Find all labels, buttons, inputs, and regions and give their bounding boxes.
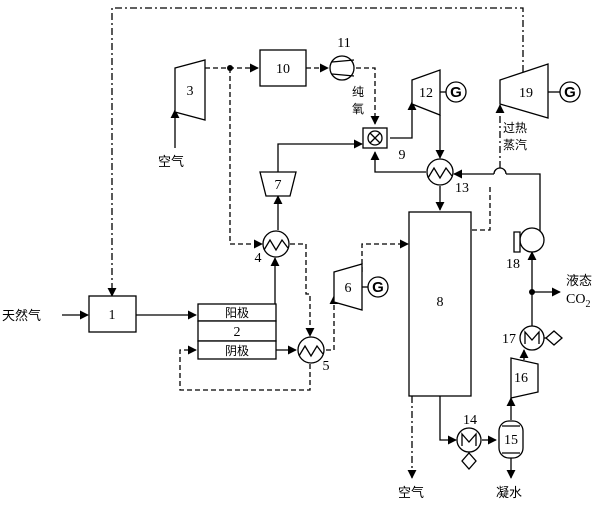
component-15-label: 15 bbox=[504, 433, 518, 448]
cooler-14-mark bbox=[461, 432, 477, 446]
line-6-to-8 bbox=[361, 239, 409, 272]
line-7-to-9 bbox=[277, 139, 363, 172]
pump-18-base bbox=[513, 231, 521, 253]
component-1-label: 1 bbox=[109, 308, 116, 323]
generator-19 bbox=[559, 81, 581, 103]
component-8-column bbox=[408, 211, 472, 397]
component-10-box bbox=[259, 49, 307, 87]
component-9-label: 9 bbox=[399, 148, 406, 163]
pure-oxygen-label-2: 氧 bbox=[352, 102, 364, 116]
condensate-label: 凝水 bbox=[496, 485, 522, 501]
mixer-circle bbox=[367, 130, 383, 146]
component-3-compressor bbox=[174, 59, 206, 121]
cathode-box bbox=[197, 340, 277, 360]
superheated-steam-label-2: 蒸汽 bbox=[503, 137, 527, 152]
component-2-label: 2 bbox=[234, 325, 241, 340]
component-17-label: 17 bbox=[502, 332, 516, 347]
pure-oxygen-label-1: 纯 bbox=[352, 85, 364, 99]
anode-label: 阳极 bbox=[225, 306, 249, 320]
component-12-label: 12 bbox=[419, 86, 433, 101]
component-5-heat-exchanger bbox=[297, 336, 325, 364]
cooler-17-diamond bbox=[545, 330, 563, 346]
generator-12-label: G bbox=[450, 84, 462, 101]
mixer-cross bbox=[369, 132, 381, 144]
component-6-label: 6 bbox=[345, 281, 352, 296]
line-9-to-12 bbox=[390, 101, 417, 139]
line-13-to-9 bbox=[370, 151, 426, 173]
component-19-label: 19 bbox=[519, 86, 533, 101]
component-6-turbine bbox=[333, 263, 363, 311]
component-17-cooler bbox=[519, 325, 545, 351]
hx4-coil bbox=[263, 238, 289, 252]
generator-6 bbox=[367, 276, 389, 298]
natural-gas-label: 天然气 bbox=[2, 308, 41, 324]
component-7-compressor bbox=[259, 171, 297, 197]
component-4-heat-exchanger bbox=[262, 230, 290, 258]
recycle-line-19-to-1 bbox=[107, 7, 524, 297]
line-8-to-14 bbox=[439, 396, 457, 445]
line-11-to-9 bbox=[356, 67, 380, 125]
component-16-compressor bbox=[510, 357, 539, 399]
liquid-co2-label: 液态 bbox=[566, 274, 592, 289]
component-11-pump bbox=[329, 55, 355, 81]
air-outlet-label: 空气 bbox=[398, 485, 424, 501]
line-5-to-6 bbox=[326, 295, 339, 351]
component-4-label: 4 bbox=[255, 251, 262, 266]
component-7-label: 7 bbox=[275, 178, 282, 193]
generator-19-label: G bbox=[564, 84, 576, 101]
generator-6-label: G bbox=[372, 279, 384, 296]
line-3-to-hx4 bbox=[229, 68, 263, 249]
cathode-label: 阴极 bbox=[225, 344, 249, 358]
pump-11-mark bbox=[331, 59, 355, 77]
line-8-to-steam bbox=[472, 186, 491, 231]
component-1-box bbox=[88, 295, 137, 333]
component-14-cooler bbox=[456, 427, 482, 453]
component-8-label: 8 bbox=[437, 295, 444, 310]
cooler-14-diamond bbox=[461, 452, 477, 470]
component-18-label: 18 bbox=[506, 257, 520, 272]
component-16-label: 16 bbox=[514, 371, 528, 386]
component-13-heat-exchanger bbox=[426, 158, 454, 186]
component-15-separator bbox=[498, 420, 524, 459]
crossover-arc bbox=[493, 167, 507, 175]
line-hx4-to-hx5 bbox=[290, 243, 315, 337]
superheated-steam-label-1: 过热 bbox=[503, 121, 527, 135]
component-3-label: 3 bbox=[187, 84, 194, 99]
component-10-label: 10 bbox=[276, 62, 290, 77]
generator-12 bbox=[445, 81, 467, 103]
co2-label: CO2 bbox=[566, 292, 590, 310]
line-18-to-13 bbox=[506, 173, 541, 238]
hx5-coil bbox=[298, 344, 324, 358]
hx13-coil bbox=[427, 166, 453, 180]
line-hx5-to-cathode bbox=[179, 345, 311, 391]
component-5-label: 5 bbox=[323, 359, 330, 374]
component-13-label: 13 bbox=[455, 181, 469, 196]
cooler-17-mark bbox=[524, 330, 540, 344]
component-18-pump bbox=[519, 227, 545, 253]
component-14-label: 14 bbox=[463, 413, 477, 428]
component-12-turbine bbox=[411, 69, 441, 116]
component-19-turbine bbox=[499, 63, 549, 119]
component-11-label: 11 bbox=[337, 36, 350, 51]
air-inlet-label: 空气 bbox=[158, 154, 184, 170]
